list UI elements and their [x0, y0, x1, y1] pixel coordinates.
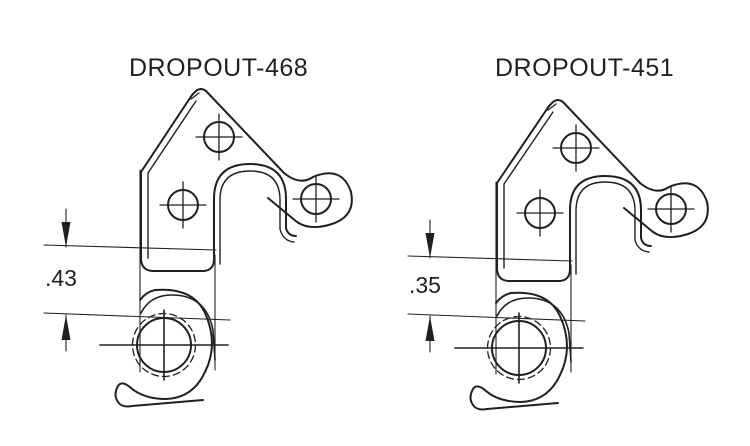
hub-outline-451 [469, 291, 572, 411]
left-flank-468 [140, 94, 215, 272]
body-outline-468 [140, 88, 353, 272]
hole-lower-left-circle-468 [167, 189, 199, 221]
hub-thread-circle-468 [131, 312, 197, 378]
hole-right-circle-468 [300, 183, 332, 215]
u-slot-451 [569, 175, 652, 275]
extension-line-upper-468 [43, 244, 217, 251]
flank-inner-line-468 [147, 100, 197, 259]
apex-notch-451 [547, 103, 557, 111]
u-slot-inner-468 [219, 170, 295, 265]
hole-lower-left-451 [516, 189, 564, 237]
part-title-dropout-451: DROPOUT-451 [495, 54, 675, 82]
outer-profile-451 [548, 99, 709, 238]
dim-arrow-head-top-451 [425, 233, 435, 258]
u-slot-468 [213, 163, 297, 265]
hub-bore-451 [486, 315, 552, 381]
hole-upper-451 [552, 124, 600, 172]
dim-arrow-head-bottom-451 [425, 316, 435, 341]
u-slot-outer-451 [569, 175, 652, 273]
u-slot-inner-451 [575, 181, 650, 275]
hole-upper-468 [195, 113, 243, 161]
extension-line-upper-451 [407, 255, 573, 262]
hole-lower-left-centermark-451 [516, 189, 564, 237]
apex-notch-468 [190, 92, 200, 100]
extension-line-lower-468 [43, 312, 231, 321]
hole-upper-circle-468 [203, 121, 235, 153]
hub-bore-468 [131, 312, 197, 378]
hub-bore-circle-468 [136, 317, 192, 373]
hub-outline-468 [114, 288, 216, 408]
hole-lower-left-468 [159, 181, 207, 229]
hole-upper-centermark-451 [552, 124, 600, 172]
hole-right-centermark-451 [647, 185, 695, 233]
extension-line-lower-451 [407, 313, 586, 322]
hub-center-mark-468 [99, 309, 229, 381]
projection-lines-468 [139, 169, 216, 373]
flank-inner-line-451 [503, 111, 554, 269]
hub-bore-circle-451 [491, 320, 547, 376]
hole-right-circle-451 [655, 193, 687, 225]
dimension-value-dropout-468: .43 [45, 265, 77, 291]
hole-right-468 [292, 175, 340, 223]
hub-thread-circle-451 [486, 315, 552, 381]
hole-right-451 [647, 185, 695, 233]
hole-right-centermark-468 [292, 175, 340, 223]
outer-profile-468 [191, 88, 353, 228]
projection-lines-451 [495, 181, 572, 375]
hole-lower-left-circle-451 [524, 197, 556, 229]
u-slot-outer-468 [213, 163, 297, 263]
hub-profile-468 [114, 288, 213, 408]
hub-arc-upper-451 [496, 297, 572, 363]
hole-lower-left-centermark-468 [159, 181, 207, 229]
dimension-value-dropout-451: .35 [409, 272, 441, 298]
hole-upper-centermark-468 [195, 113, 243, 161]
dim-arrow-head-bottom-468 [61, 315, 71, 340]
hub-arc-upper-468 [140, 294, 216, 361]
part-title-dropout-468: DROPOUT-468 [129, 54, 309, 82]
dim-arrow-head-top-468 [61, 222, 71, 247]
body-outline-451 [496, 99, 709, 282]
hub-center-mark-451 [454, 312, 584, 384]
left-flank-451 [496, 105, 571, 282]
hub-profile-451 [469, 291, 568, 411]
hole-upper-circle-451 [560, 132, 592, 164]
